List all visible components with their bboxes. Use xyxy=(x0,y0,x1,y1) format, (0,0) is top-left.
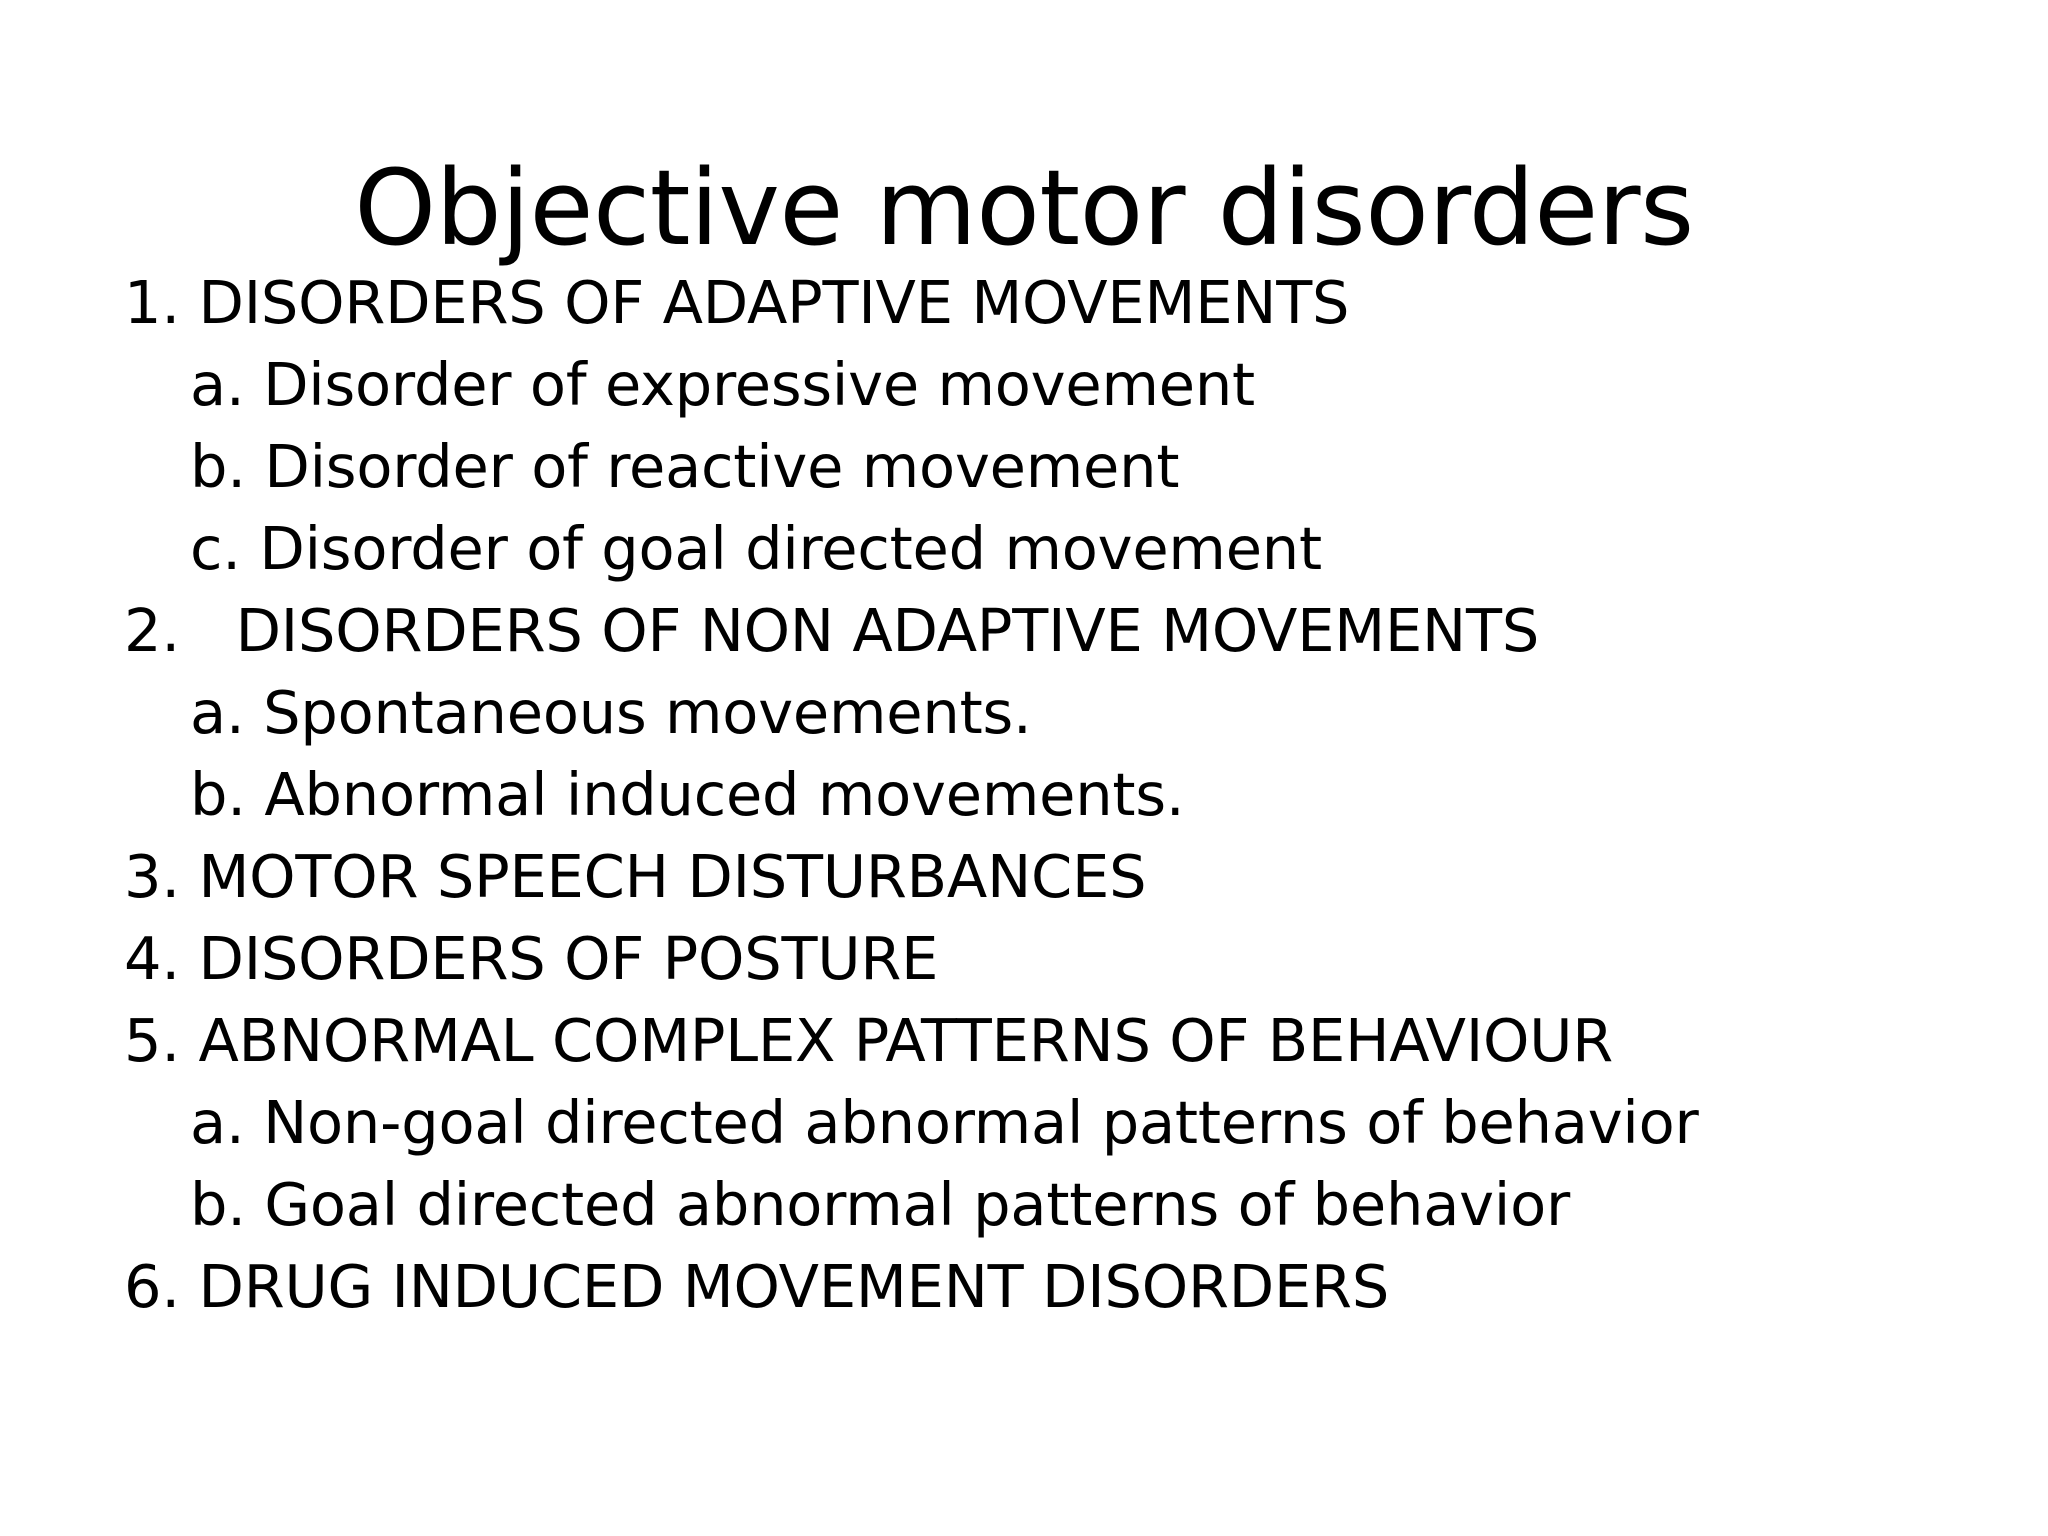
outline-subitem: a. Non-goal directed abnormal patterns o… xyxy=(190,1082,1924,1164)
outline-item-marker: 4. xyxy=(124,924,180,993)
outline-item-text: DISORDERS OF POSTURE xyxy=(198,924,939,993)
outline-item-gap xyxy=(180,842,199,911)
outline-item-gap xyxy=(246,1170,265,1239)
outline-item-gap xyxy=(245,678,264,747)
outline-item-text: Spontaneous movements. xyxy=(263,678,1032,747)
outline-item-gap xyxy=(241,514,260,583)
outline-item-marker: 2. xyxy=(124,596,180,665)
outline-subitem: b. Disorder of reactive movement xyxy=(190,426,1924,508)
outline-subitem: a. Spontaneous movements. xyxy=(190,672,1924,754)
outline-item-marker: a. xyxy=(190,350,245,419)
outline-item-marker: 3. xyxy=(124,842,180,911)
outline-item-text: ABNORMAL COMPLEX PATTERNS OF BEHAVIOUR xyxy=(198,1006,1614,1075)
outline-item: 4. DISORDERS OF POSTURE xyxy=(124,918,1924,1000)
outline-item: 5. ABNORMAL COMPLEX PATTERNS OF BEHAVIOU… xyxy=(124,1000,1924,1082)
outline-item-gap xyxy=(180,924,199,993)
outline-subitem: a. Disorder of expressive movement xyxy=(190,344,1924,426)
outline-item-text: MOTOR SPEECH DISTURBANCES xyxy=(198,842,1147,911)
outline-item-marker: b. xyxy=(190,760,246,829)
outline-item-marker: a. xyxy=(190,1088,245,1157)
outline-item-gap xyxy=(180,1252,199,1321)
outline-item-text: Disorder of goal directed movement xyxy=(259,514,1322,583)
outline-item-gap xyxy=(180,1006,199,1075)
outline-item-gap xyxy=(246,432,265,501)
outline-item-text: DRUG INDUCED MOVEMENT DISORDERS xyxy=(198,1252,1390,1321)
outline-item: 2. DISORDERS OF NON ADAPTIVE MOVEMENTS xyxy=(124,590,1924,672)
outline-item-marker: 6. xyxy=(124,1252,180,1321)
outline-item-marker: a. xyxy=(190,678,245,747)
outline-item-gap xyxy=(180,268,199,337)
outline-item-text: Disorder of expressive movement xyxy=(263,350,1255,419)
outline-item-gap xyxy=(180,596,236,665)
outline-subitem: b. Abnormal induced movements. xyxy=(190,754,1924,836)
outline-item-text: DISORDERS OF NON ADAPTIVE MOVEMENTS xyxy=(235,596,1540,665)
outline-item-gap xyxy=(245,350,264,419)
outline-item-gap xyxy=(245,1088,264,1157)
outline-item-gap xyxy=(246,760,265,829)
outline-item-marker: 5. xyxy=(124,1006,180,1075)
outline-subitem: c. Disorder of goal directed movement xyxy=(190,508,1924,590)
outline-item-marker: c. xyxy=(190,514,241,583)
outline-item-text: DISORDERS OF ADAPTIVE MOVEMENTS xyxy=(198,268,1350,337)
outline-item: 6. DRUG INDUCED MOVEMENT DISORDERS xyxy=(124,1246,1924,1328)
outline-item: 1. DISORDERS OF ADAPTIVE MOVEMENTS xyxy=(124,262,1924,344)
outline-item: 3. MOTOR SPEECH DISTURBANCES xyxy=(124,836,1924,918)
outline-item-text: Non-goal directed abnormal patterns of b… xyxy=(263,1088,1699,1157)
outline-item-text: Abnormal induced movements. xyxy=(264,760,1185,829)
outline-item-marker: b. xyxy=(190,432,246,501)
outline-item-marker: b. xyxy=(190,1170,246,1239)
slide-title: Objective motor disorders xyxy=(354,146,1694,269)
outline-item-marker: 1. xyxy=(124,268,180,337)
outline-item-text: Goal directed abnormal patterns of behav… xyxy=(264,1170,1571,1239)
outline-item-text: Disorder of reactive movement xyxy=(264,432,1180,501)
outline-subitem: b. Goal directed abnormal patterns of be… xyxy=(190,1164,1924,1246)
